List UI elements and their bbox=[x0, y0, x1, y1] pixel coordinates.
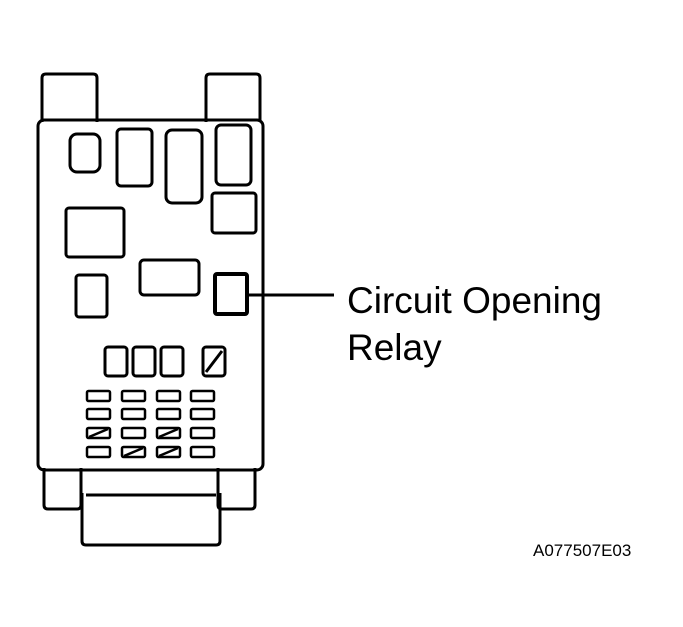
circuit-opening-relay bbox=[213, 272, 249, 316]
mini-fuse-4-slash bbox=[204, 350, 224, 373]
terminal-cavity bbox=[189, 407, 216, 421]
terminal-cavity bbox=[155, 445, 182, 459]
terminal-cavity bbox=[120, 426, 147, 440]
terminal-cavity bbox=[120, 407, 147, 421]
terminal-cavity bbox=[120, 445, 147, 459]
small-fuse-slot bbox=[68, 132, 102, 174]
mini-fuse-1 bbox=[103, 345, 129, 378]
bottom-right-tab bbox=[216, 468, 257, 511]
fuse-slot-2 bbox=[164, 128, 204, 205]
terminal-cavity-slash bbox=[158, 427, 179, 439]
relay-square-left bbox=[64, 206, 126, 259]
callout-label-line-1: Circuit Opening bbox=[347, 280, 602, 321]
bottom-connector bbox=[80, 493, 222, 547]
terminal-cavity-slash bbox=[123, 446, 144, 458]
mini-fuse-4-blocked bbox=[201, 345, 227, 378]
relay-tall-left bbox=[74, 273, 109, 319]
terminal-cavity bbox=[189, 389, 216, 403]
terminal-cavity-grid bbox=[85, 389, 216, 459]
fuse-slot-1 bbox=[115, 127, 154, 188]
callout-label-line-2: Relay bbox=[347, 327, 442, 368]
bottom-left-tab bbox=[42, 468, 83, 511]
terminal-cavity bbox=[85, 445, 112, 459]
terminal-cavity bbox=[85, 407, 112, 421]
fuse-slot-3 bbox=[214, 123, 253, 187]
relay-square-right bbox=[210, 191, 258, 235]
terminal-cavity bbox=[189, 426, 216, 440]
figure-code: A077507E03 bbox=[533, 541, 631, 560]
terminal-cavity bbox=[155, 389, 182, 403]
top-right-tab bbox=[204, 72, 262, 122]
terminal-cavity bbox=[155, 426, 182, 440]
terminal-cavity-slash bbox=[158, 446, 179, 458]
terminal-cavity bbox=[85, 389, 112, 403]
top-left-tab bbox=[40, 72, 99, 122]
terminal-cavity bbox=[155, 407, 182, 421]
mini-fuse-3 bbox=[159, 345, 185, 378]
terminal-cavity bbox=[85, 426, 112, 440]
mini-fuse-2 bbox=[131, 345, 157, 378]
relay-wide-center bbox=[138, 258, 201, 297]
terminal-cavity-slash bbox=[88, 427, 109, 439]
terminal-cavity bbox=[120, 389, 147, 403]
terminal-cavity bbox=[189, 445, 216, 459]
